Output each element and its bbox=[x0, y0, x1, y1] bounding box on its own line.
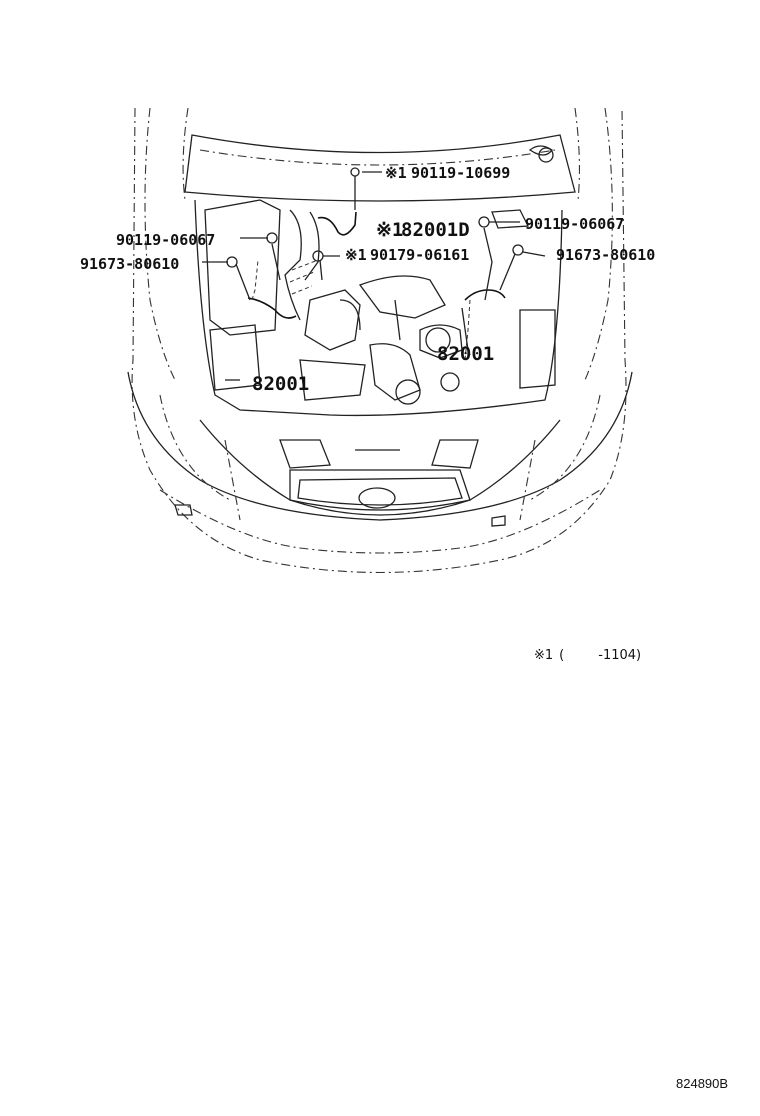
marker-cable-d: ※1 bbox=[376, 219, 404, 241]
marker-bolt-top: ※1 bbox=[385, 164, 407, 182]
label-bolt-right-lower: 91673-80610 bbox=[556, 246, 656, 264]
label-harness-right: 82001 bbox=[437, 343, 495, 365]
figure-code: 824890B bbox=[676, 1076, 729, 1091]
label-bolt-top: 90119-10699 bbox=[411, 164, 511, 182]
label-bolt-left-lower: 91673-80610 bbox=[80, 255, 180, 273]
footnote-open-paren: ( bbox=[559, 648, 565, 663]
label-cable-d: 82001D bbox=[401, 219, 470, 241]
label-bolt-left-upper: 90119-06067 bbox=[116, 231, 216, 249]
footnote-range-end: -1104 bbox=[598, 648, 637, 663]
label-harness-left: 82001 bbox=[252, 373, 310, 395]
footnote: ※1 ( -1104) bbox=[534, 648, 641, 663]
footnote-close-paren: ) bbox=[636, 648, 642, 663]
marker-nut-center: ※1 bbox=[345, 246, 367, 264]
label-nut-center: 90179-06161 bbox=[370, 246, 470, 264]
footnote-symbol: ※1 bbox=[534, 648, 554, 663]
label-bolt-right-upper: 90119-06067 bbox=[525, 215, 625, 233]
